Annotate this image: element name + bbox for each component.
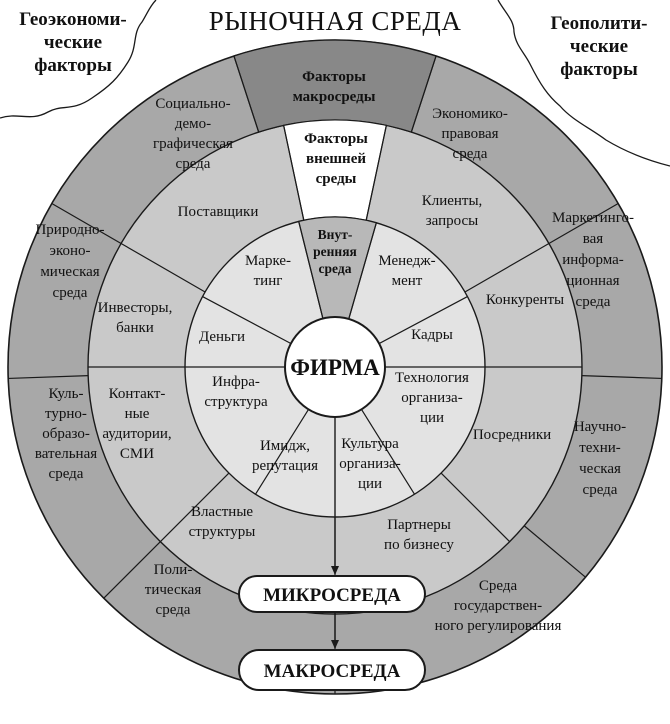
macro-factors-sector xyxy=(233,39,437,133)
inner-item-6: Инфра-структура xyxy=(204,374,268,410)
macro-divider-8 xyxy=(51,202,122,245)
geopolitical-line-1: Геополити- xyxy=(550,13,648,34)
macroenvironment-label: МАКРОСРЕДА xyxy=(264,661,401,682)
macro-divider-4 xyxy=(523,525,586,578)
geopolitical-line-3: факторы xyxy=(560,59,638,80)
micro-divider-8 xyxy=(120,242,206,293)
macro-divider-6 xyxy=(103,541,161,599)
geoeconomic-factors-label: Геоэкономи- ческие факторы xyxy=(8,8,138,77)
inner-item-0: Марке-тинг xyxy=(245,253,291,289)
macro-divider-7 xyxy=(8,375,89,380)
inner-item-5: Имидж,репутация xyxy=(252,438,318,474)
macroenvironment-box xyxy=(238,649,426,691)
geopolitical-factors-label: Геополити- ческие факторы xyxy=(535,12,663,81)
geopolitical-line-2: ческие xyxy=(569,36,629,57)
macro-divider-1 xyxy=(410,55,437,133)
micro-divider-4 xyxy=(440,472,511,543)
micro-item-0: Поставщики xyxy=(178,204,259,220)
inner-divider-1 xyxy=(348,222,377,320)
inner-item-1: Менедж-мент xyxy=(378,253,435,289)
inner-item-7: Деньги xyxy=(199,329,245,345)
firm-label: ФИРМА xyxy=(290,355,380,380)
geoeconomic-line-2: ческие xyxy=(43,32,103,53)
diagram-title: РЫНОЧНАЯ СРЕДА xyxy=(208,6,462,36)
inner-divider-2 xyxy=(378,296,468,345)
micro-divider-6 xyxy=(159,472,230,543)
micro-divider-1 xyxy=(365,125,387,221)
inner-divider-0 xyxy=(298,221,324,319)
micro-item-2: Конкуренты xyxy=(486,292,564,308)
micro-divider-2 xyxy=(464,242,550,293)
inner-item-2: Кадры xyxy=(411,327,453,343)
macro-divider-3 xyxy=(581,375,662,380)
macro-divider-2 xyxy=(548,202,619,245)
microenvironment-label: МИКРОСРЕДА xyxy=(263,585,401,606)
inner-divider-5 xyxy=(255,409,310,495)
inner-divider-7 xyxy=(202,296,292,345)
microenvironment-box xyxy=(238,575,426,613)
geoeconomic-line-1: Геоэкономи- xyxy=(19,9,127,30)
macro-divider-0 xyxy=(233,55,260,133)
left-corner-border xyxy=(0,0,157,119)
micro-item-7: Инвесторы,банки xyxy=(98,300,173,336)
geoeconomic-line-3: факторы xyxy=(34,55,112,76)
right-corner-border xyxy=(497,0,670,167)
micro-item-1: Клиенты,запросы xyxy=(422,193,483,229)
micro-divider-0 xyxy=(283,125,305,221)
inner-divider-4 xyxy=(360,409,415,495)
micro-item-3: Посредники xyxy=(473,427,551,443)
sector-dividers xyxy=(8,55,662,694)
